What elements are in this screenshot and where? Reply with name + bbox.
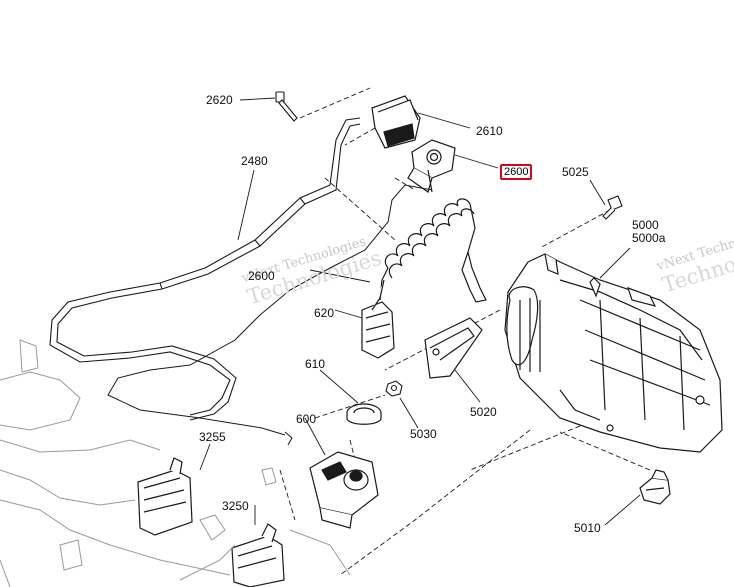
- callout-5030[interactable]: 5030: [410, 427, 437, 441]
- callout-2600-selected[interactable]: 2600: [500, 164, 533, 180]
- callout-2610[interactable]: 2610: [476, 124, 503, 138]
- bracket-2610-icon[interactable]: [371, 95, 421, 149]
- callout-2620[interactable]: 2620: [206, 93, 233, 107]
- connector-620-icon[interactable]: [361, 279, 395, 359]
- bolt-5025-icon[interactable]: [602, 195, 623, 220]
- grommet-610-icon[interactable]: [346, 403, 382, 425]
- callout-leaders: [199, 97, 641, 526]
- callout-5000a[interactable]: 5000a: [632, 231, 666, 245]
- cable-2600-icon[interactable]: [107, 184, 433, 446]
- nut-5030-icon[interactable]: [385, 380, 403, 397]
- left-harness-assembly: [0, 339, 351, 587]
- connector-3255-icon[interactable]: [137, 457, 193, 536]
- key-switch-600-icon[interactable]: [309, 451, 379, 529]
- callout-620[interactable]: 620: [314, 306, 335, 320]
- connector-3250-icon[interactable]: [231, 523, 285, 587]
- callout-5000[interactable]: 5000: [632, 218, 659, 232]
- callout-600[interactable]: 600: [296, 412, 317, 426]
- callout-610[interactable]: 610: [305, 357, 326, 371]
- harness-2480-icon[interactable]: [49, 117, 361, 421]
- bolt-2620-icon[interactable]: [275, 91, 298, 122]
- callout-5010[interactable]: 5010: [574, 521, 601, 535]
- coiled-cord-icon[interactable]: [379, 198, 487, 303]
- callout-5020[interactable]: 5020: [470, 405, 497, 419]
- clip-5010-icon[interactable]: [639, 469, 671, 505]
- callout-2480[interactable]: 2480: [241, 154, 268, 168]
- callout-3250[interactable]: 3250: [222, 499, 249, 513]
- switch-2600-icon[interactable]: [407, 139, 456, 193]
- callout-5025[interactable]: 5025: [562, 165, 589, 179]
- callout-3255[interactable]: 3255: [199, 430, 226, 444]
- callout-2600[interactable]: 2600: [248, 269, 275, 283]
- bracket-5020-icon[interactable]: [424, 317, 483, 379]
- ecu-module-5000-icon[interactable]: [504, 253, 723, 453]
